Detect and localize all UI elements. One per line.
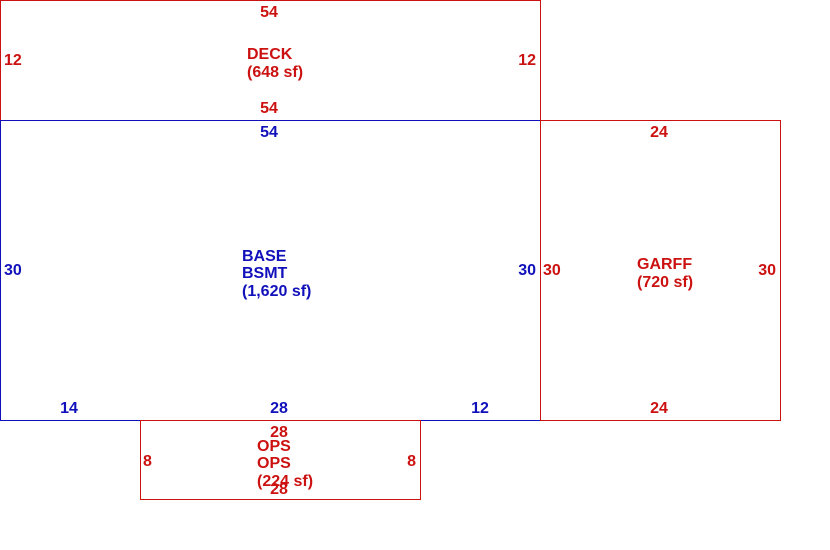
- garff-dim-left: 30: [543, 262, 561, 279]
- base-dim-right: 30: [518, 262, 536, 279]
- ops-dim-bottom: 28: [270, 481, 288, 498]
- deck-dim-right: 12: [518, 52, 536, 69]
- garff-dim-bottom: 24: [650, 400, 668, 417]
- base-dim-bottom-mid: 28: [270, 400, 288, 417]
- base-dim-bottom-left: 14: [60, 400, 78, 417]
- ops-dim-top: 28: [270, 424, 288, 441]
- base-name: BASE: [242, 248, 287, 265]
- deck-area-text: (648 sf): [247, 64, 303, 81]
- deck-dim-top: 54: [260, 4, 278, 21]
- base-dim-bottom-right: 12: [471, 400, 489, 417]
- ops-outline: [140, 420, 421, 500]
- ops-dim-right: 8: [407, 453, 416, 470]
- garff-dim-top: 24: [650, 124, 668, 141]
- deck-dim-bottom: 54: [260, 100, 278, 117]
- garff-area-text: (720 sf): [637, 274, 693, 291]
- deck-name: DECK: [247, 46, 293, 63]
- garff-dim-right: 30: [758, 262, 776, 279]
- deck-dim-left: 12: [4, 52, 22, 69]
- ops-name: OPS: [257, 438, 291, 455]
- garff-name: GARFF: [637, 256, 692, 273]
- deck-area[interactable]: 54 54 12 12 DECK (648 sf): [0, 0, 541, 121]
- ops-area[interactable]: 28 28 8 8 OPS OPS (224 sf): [140, 420, 421, 500]
- base-area[interactable]: 54 30 30 14 28 12 BASE BSMT (1,620 sf): [0, 120, 541, 421]
- base-dim-left: 30: [4, 262, 22, 279]
- garff-area[interactable]: 24 24 30 30 GARFF (720 sf): [540, 120, 781, 421]
- garff-outline: [540, 120, 781, 421]
- ops-area-text: (224 sf): [257, 473, 313, 490]
- base-subname: BSMT: [242, 265, 288, 282]
- base-area-text: (1,620 sf): [242, 283, 311, 300]
- base-dim-top: 54: [260, 124, 278, 141]
- ops-dim-left: 8: [143, 453, 152, 470]
- ops-subname: OPS: [257, 455, 291, 472]
